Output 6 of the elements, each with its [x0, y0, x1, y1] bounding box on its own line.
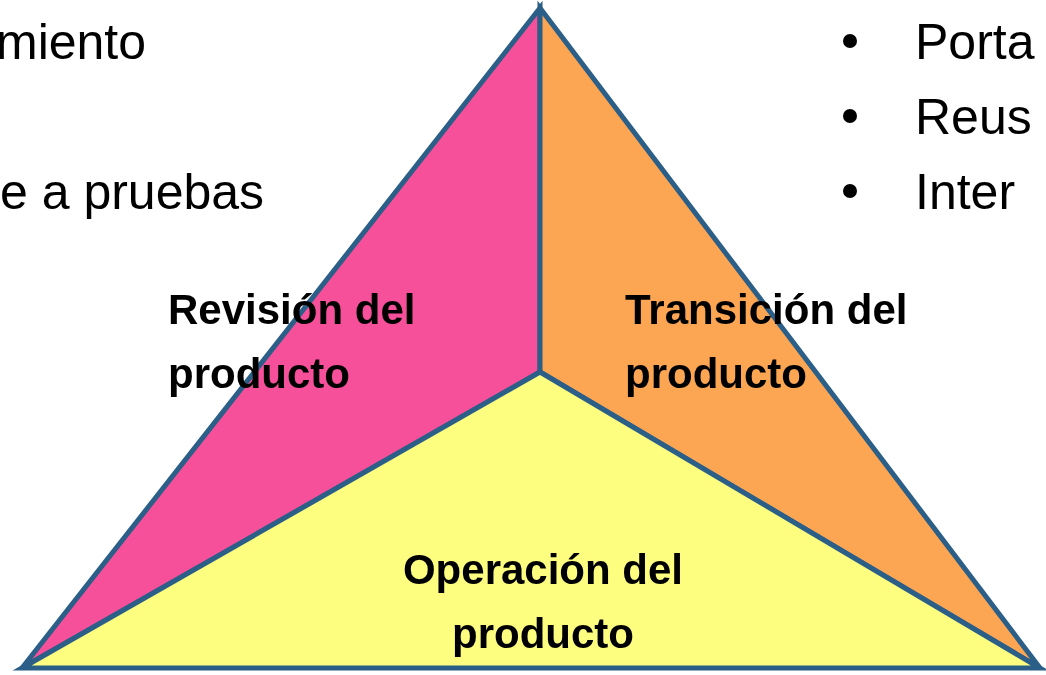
bullet-text: Reus — [915, 88, 1032, 147]
bullet-text: Inter — [915, 163, 1016, 222]
text-fragment: e a pruebas — [0, 163, 265, 222]
text-fragment: miento — [0, 13, 147, 72]
segment-label: Operación del producto — [401, 545, 685, 659]
bullet-text: Porta — [915, 13, 1035, 72]
